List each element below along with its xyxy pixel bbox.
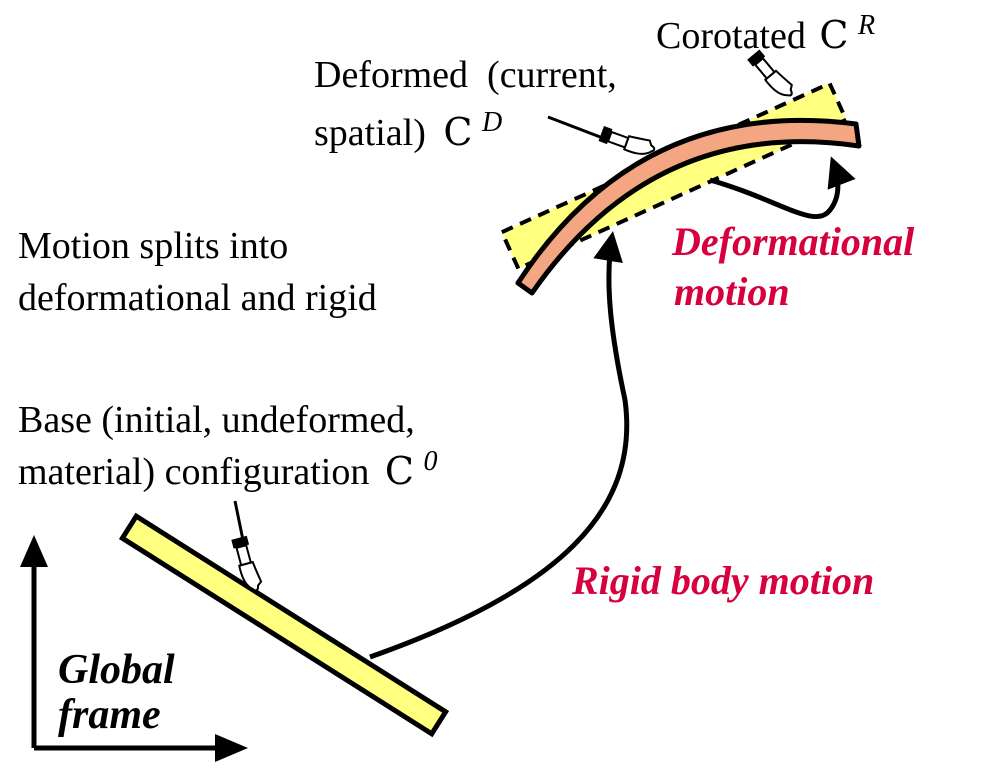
corotated-label: Corotated C R (656, 10, 875, 57)
x-axis-arrowhead (215, 734, 248, 762)
deformed-label-line2: spatial) C D (314, 107, 502, 154)
rigid-motion-arrow (369, 231, 630, 660)
pointing-hand-icon (597, 123, 658, 161)
split-label-line2: deformational and rigid (18, 277, 377, 319)
global-frame-label-line1: Global (58, 647, 175, 693)
split-label-line1: Motion splits into (18, 225, 288, 267)
global-frame-label-line2: frame (58, 692, 161, 738)
deformational-motion-label-line2: motion (674, 269, 790, 314)
deformed-configuration-bar (515, 117, 862, 296)
base-configuration-bar (118, 512, 450, 738)
deformational-motion-label-line1: Deformational (671, 219, 915, 264)
deformed-pointer-line (547, 115, 609, 142)
base-label-line2: material) configuration C 0 (18, 446, 437, 493)
deformed-label-line1: Deformed (current, (314, 54, 617, 96)
global-frame-axes (20, 535, 248, 762)
rigid-motion-label: Rigid body motion (571, 558, 874, 603)
deformational-motion-arrow (709, 156, 856, 220)
base-label-line1: Base (initial, undeformed, (18, 399, 415, 441)
y-axis-arrowhead (20, 535, 48, 567)
